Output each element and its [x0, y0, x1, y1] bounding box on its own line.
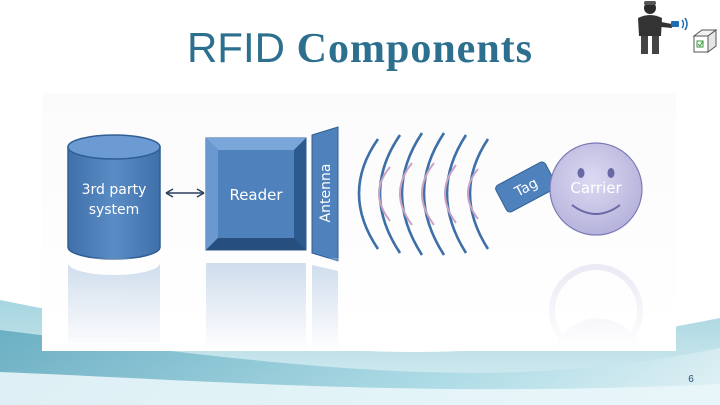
rfid-diagram: 3rd party system Reader Antenna	[42, 93, 676, 351]
third-party-system-database: 3rd party system	[67, 134, 161, 260]
reader-label: Reader	[229, 186, 283, 204]
database-label-line1: 3rd party	[82, 182, 147, 198]
reflection-fade	[42, 258, 676, 351]
bidirectional-arrow	[165, 188, 205, 198]
page-number: 6	[688, 374, 694, 385]
slide-title: RFID Components	[0, 22, 720, 75]
antenna-label: Antenna	[318, 164, 334, 223]
worker-scanner-logo-icon	[638, 1, 718, 54]
title-word-rfid: RFID	[186, 24, 285, 71]
carrier-face: Carrier	[549, 142, 643, 236]
carrier-label: Carrier	[570, 179, 622, 197]
reader-box: Reader	[205, 137, 307, 251]
antenna: Antenna	[311, 126, 339, 262]
title-word-components: Components	[296, 26, 534, 72]
rfid-tag: Tag	[495, 161, 557, 213]
database-label-line2: system	[89, 202, 140, 218]
radio-waves	[357, 132, 490, 256]
